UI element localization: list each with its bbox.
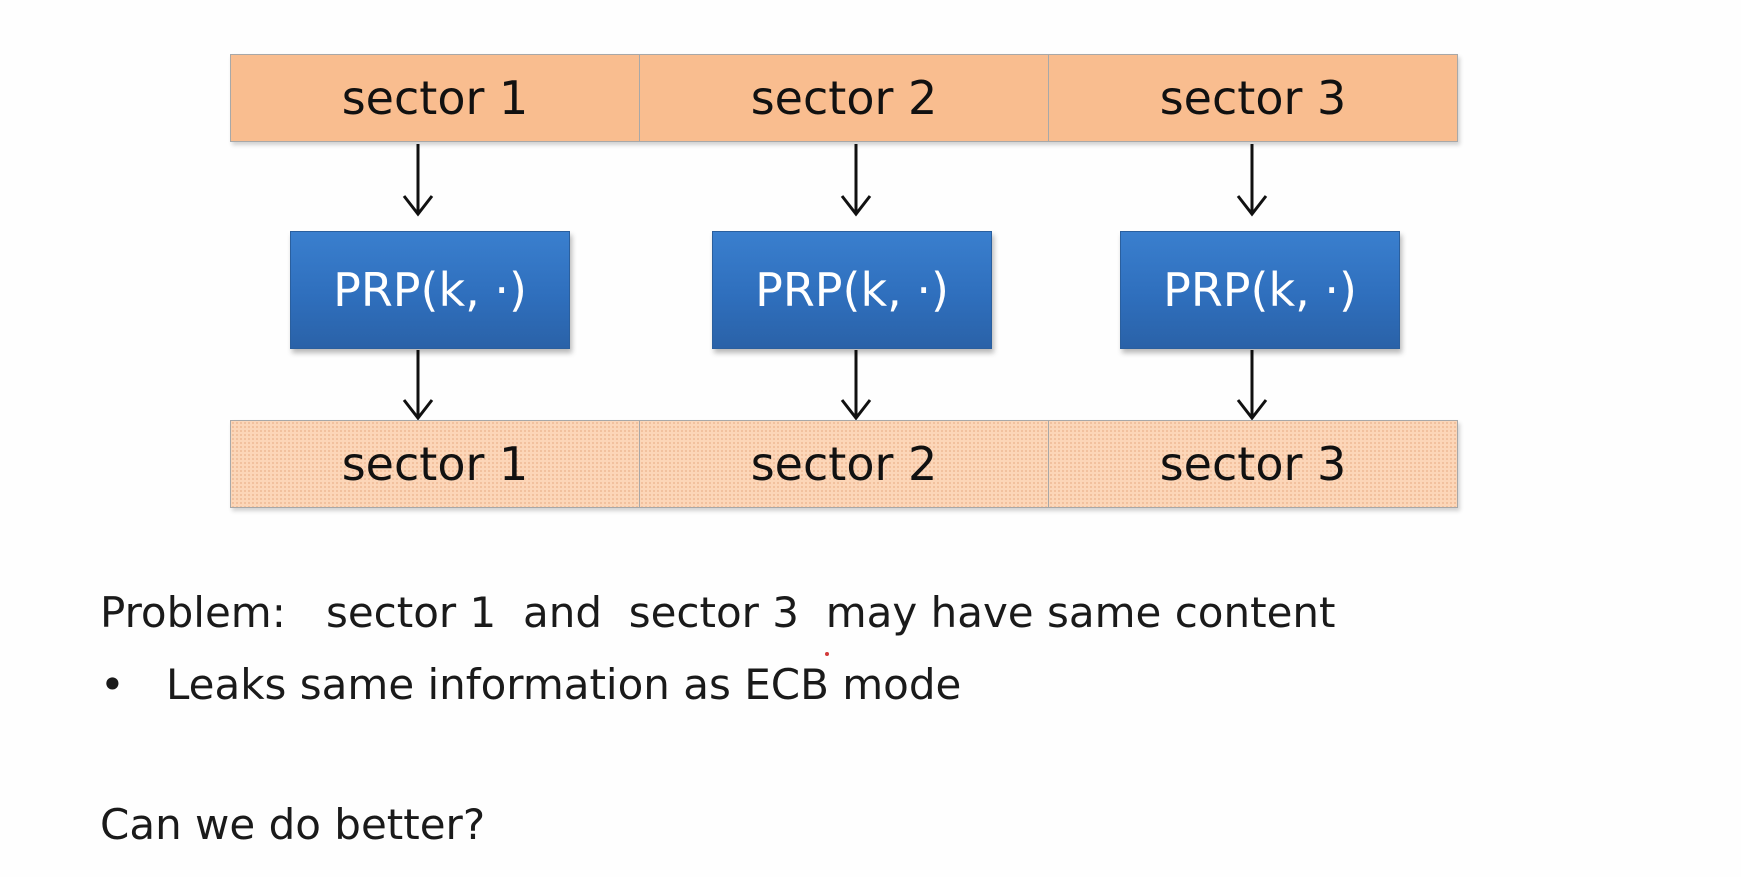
arrowhead-prp2-to-sector2 bbox=[840, 399, 872, 421]
ciphertext-sector-3: sector 3 bbox=[1048, 421, 1457, 507]
arrows-top bbox=[402, 144, 1268, 217]
problem-label: Problem: bbox=[100, 588, 286, 637]
annotation-dot bbox=[825, 652, 829, 656]
plaintext-sector-2: sector 2 bbox=[639, 55, 1048, 141]
arrowhead-prp1-to-sector1 bbox=[402, 399, 434, 421]
prp-block-3: PRP(k, ·) bbox=[1120, 231, 1400, 349]
arrowhead-sector3-to-prp3 bbox=[1236, 195, 1268, 217]
ciphertext-sector-2: sector 2 bbox=[639, 421, 1048, 507]
bullet-text: Leaks same information as ECB mode bbox=[166, 660, 962, 709]
arrowhead-sector1-to-prp1 bbox=[402, 195, 434, 217]
arrowhead-prp3-to-sector3 bbox=[1236, 399, 1268, 421]
problem-sector-a: sector 1 bbox=[325, 588, 497, 637]
ciphertext-sector-1: sector 1 bbox=[231, 421, 639, 507]
prp-block-1: PRP(k, ·) bbox=[290, 231, 570, 349]
plaintext-sector-row: sector 1 sector 2 sector 3 bbox=[230, 54, 1458, 142]
prp-block-2: PRP(k, ·) bbox=[712, 231, 992, 349]
arrowhead-sector2-to-prp2 bbox=[840, 195, 872, 217]
problem-and: and bbox=[522, 588, 602, 637]
problem-statement: Problem: sector 1 and sector 3 may have … bbox=[100, 588, 1336, 637]
plaintext-sector-3: sector 3 bbox=[1048, 55, 1457, 141]
problem-sector-b: sector 3 bbox=[628, 588, 800, 637]
problem-rest: may have same content bbox=[825, 588, 1336, 637]
question-text: Can we do better? bbox=[100, 800, 486, 849]
ciphertext-sector-row: sector 1 sector 2 sector 3 bbox=[230, 420, 1458, 508]
plaintext-sector-1: sector 1 bbox=[231, 55, 639, 141]
arrows-bottom bbox=[402, 350, 1268, 421]
bullet-icon: • bbox=[100, 660, 125, 709]
